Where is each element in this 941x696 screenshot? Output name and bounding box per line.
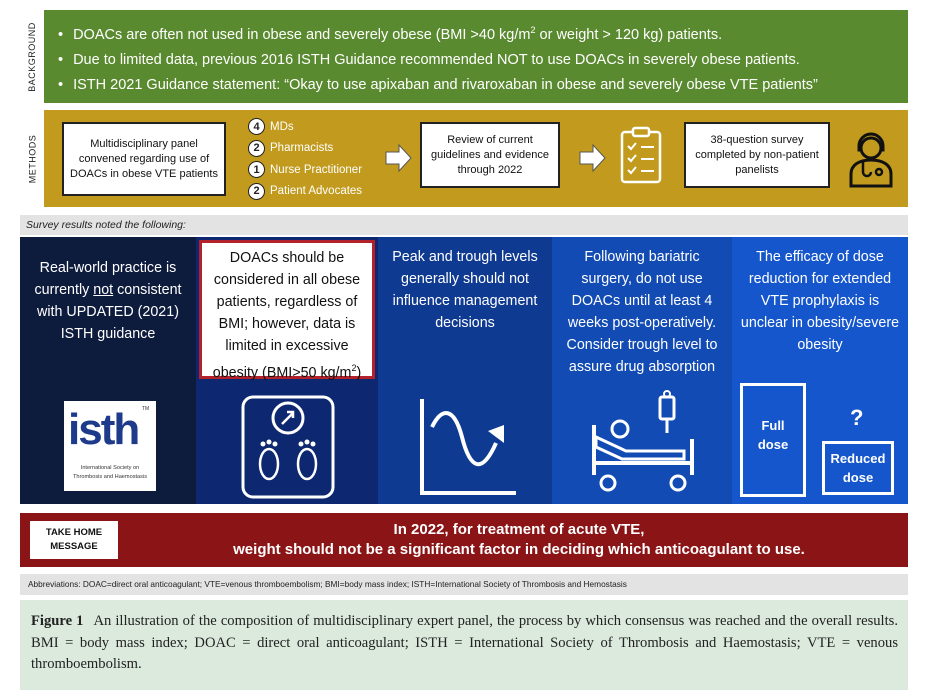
result-panel-obesity: DOACs should be considered in all obese … bbox=[196, 237, 378, 504]
weight-scale-icon bbox=[241, 395, 335, 499]
figure-label: Figure 1 bbox=[31, 613, 84, 629]
clipboard-checklist-icon bbox=[620, 126, 662, 184]
survey-results-header: Survey results noted the following: bbox=[20, 215, 908, 235]
result-panel-guidance: Real-world practice is currently not con… bbox=[20, 237, 196, 504]
doctor-icon bbox=[849, 132, 893, 188]
hospital-bed-icon bbox=[592, 390, 694, 492]
arrow-right-icon bbox=[579, 143, 606, 173]
member-count: 4 bbox=[248, 118, 265, 136]
result-text: Real-world practice is currently not con… bbox=[34, 260, 182, 342]
member-count: 2 bbox=[248, 139, 265, 157]
review-box: Review of current guidelines and evidenc… bbox=[420, 122, 560, 188]
abbreviations-strip: Abbreviations: DOAC=direct oral anticoag… bbox=[20, 574, 908, 595]
question-mark-icon: ? bbox=[850, 405, 864, 430]
methods-section: METHODS Multidisciplinary panel convened… bbox=[20, 110, 908, 207]
result-panel-bariatric: Following bariatric surgery, do not use … bbox=[552, 237, 732, 504]
survey-box: 38-question survey completed by non-pati… bbox=[684, 122, 830, 188]
result-text-highlighted: DOACs should be considered in all obese … bbox=[199, 240, 375, 381]
take-home-message: In 2022, for treatment of acute VTE,weig… bbox=[233, 521, 805, 558]
background-section: BACKGROUND DOACs are often not used in o… bbox=[20, 10, 908, 103]
background-bullet: ISTH 2021 Guidance statement: “Okay to u… bbox=[58, 73, 818, 98]
background-side-label: BACKGROUND bbox=[20, 10, 44, 103]
result-text: Peak and trough levels generally should … bbox=[392, 249, 538, 331]
member-count: 2 bbox=[248, 182, 265, 200]
background-bullet: DOACs are often not used in obese and se… bbox=[58, 18, 818, 48]
result-panel-dose-reduction: The efficacy of dose reduction for exten… bbox=[732, 237, 908, 504]
arrow-right-icon bbox=[385, 143, 412, 173]
result-panel-levels: Peak and trough levels generally should … bbox=[378, 237, 552, 504]
wave-chart-icon bbox=[420, 399, 516, 495]
background-bullet-list: DOACs are often not used in obese and se… bbox=[58, 18, 818, 98]
panel-convened-box: Multidisciplinary panel convened regardi… bbox=[62, 122, 226, 196]
methods-side-label: METHODS bbox=[20, 110, 44, 207]
background-bullet: Due to limited data, previous 2016 ISTH … bbox=[58, 48, 818, 73]
result-text: Following bariatric surgery, do not use … bbox=[566, 249, 718, 375]
caption-text: An illustration of the composition of mu… bbox=[31, 613, 898, 672]
member-count: 1 bbox=[248, 161, 265, 179]
result-text: The efficacy of dose reduction for exten… bbox=[740, 249, 900, 353]
isth-logo: isth TM International Society on Thrombo… bbox=[64, 401, 156, 491]
